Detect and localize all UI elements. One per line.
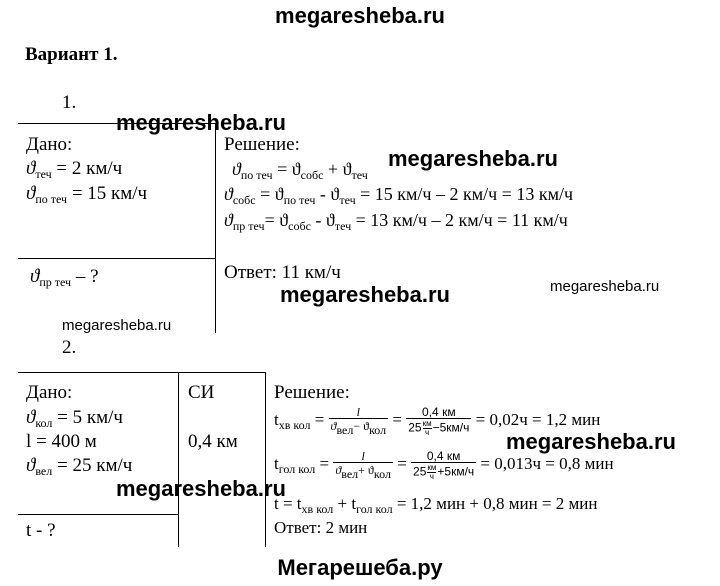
p2-si-divider: [178, 372, 179, 547]
p1-given-row: ϑпо теч = 15 км/ч: [26, 183, 148, 206]
p2-fraction-formula: l ϑвел− ϑкол: [328, 405, 389, 438]
watermark: megaresheba.ru: [550, 278, 660, 295]
p1-equation-2: ϑсобс = ϑпо теч - ϑтеч = 15 км/ч – 2 км/…: [224, 184, 574, 207]
footer-site: Мегарешеба.ру: [277, 555, 443, 580]
variant-title: Вариант 1.: [25, 44, 118, 65]
watermark: megaresheba.ru: [280, 282, 450, 307]
p2-given-row: l = 400 м: [26, 431, 97, 452]
p2-answer: Ответ: 2 мин: [274, 518, 368, 537]
p2-solution-divider: [265, 372, 266, 547]
p2-find: t - ?: [26, 520, 56, 541]
watermark: megaresheba.ru: [116, 110, 286, 135]
p1-answer: Ответ: 11 км/ч: [224, 262, 341, 283]
p2-equation-3: t = tхв кол + tгол кол = 1,2 мин + 0,8 м…: [274, 494, 598, 516]
p1-given-label: Дано:: [26, 134, 73, 155]
watermark: megaresheba.ru: [506, 429, 676, 454]
p2-find-line: [18, 514, 178, 515]
p2-top-line: [18, 372, 265, 373]
p2-given-label: Дано:: [26, 382, 73, 403]
p1-equation-3: ϑпр теч= ϑсобс - ϑтеч = 13 км/ч – 2 км/ч…: [224, 210, 568, 233]
p2-solution-label: Решение:: [274, 382, 350, 403]
p2-si-label: СИ: [188, 382, 215, 403]
p1-find-line: [18, 258, 215, 259]
problem2-number: 2.: [62, 337, 77, 358]
watermark: megaresheba.ru: [388, 146, 558, 171]
p2-si-value: 0,4 км: [188, 431, 238, 452]
p1-find: ϑпр теч – ?: [30, 266, 99, 289]
watermark: megaresheba.ru: [62, 317, 172, 334]
p1-solution-label: Решение:: [224, 134, 300, 155]
p1-equation-1: ϑпо теч = ϑсобс + ϑтеч: [232, 159, 368, 182]
watermark: megaresheba.ru: [116, 476, 286, 501]
p2-fraction-formula: l ϑвел+ ϑкол: [333, 449, 393, 482]
header-site: megaresheba.ru: [275, 3, 445, 28]
p2-given-row: ϑкол = 5 км/ч: [26, 407, 123, 430]
p1-given-row: ϑтеч = 2 км/ч: [26, 158, 123, 181]
p1-vertical-divider: [215, 123, 216, 333]
p1-top-line: [18, 123, 215, 124]
problem1-number: 1.: [62, 92, 77, 113]
p2-given-row: ϑвел = 25 км/ч: [26, 455, 133, 478]
